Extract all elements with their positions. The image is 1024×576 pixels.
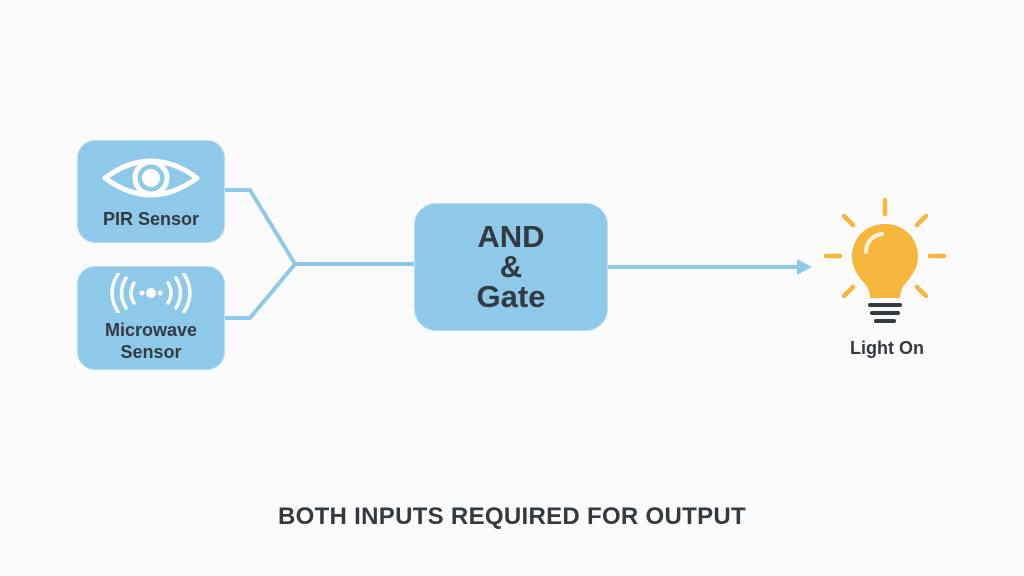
gate-label-line-2: &	[499, 249, 523, 284]
gate-label-line-3: Gate	[476, 279, 546, 314]
microwave-sensor-box: Microwave Sensor	[77, 266, 225, 370]
gate-label-line-1: AND	[477, 219, 545, 254]
signal-waves-icon	[110, 273, 192, 313]
light-rays-icon	[823, 197, 947, 299]
eye-icon	[102, 158, 200, 197]
pir-to-gate-connector	[225, 188, 414, 266]
and-gate-box: AND & Gate	[414, 203, 608, 331]
microwave-to-gate-connector	[225, 262, 297, 320]
and-gate-label: AND & Gate	[476, 219, 546, 314]
diagram-caption: BOTH INPUTS REQUIRED FOR OUTPUT	[278, 503, 746, 530]
light-bulb-icon	[823, 197, 947, 323]
arrow-head-icon	[797, 259, 812, 275]
microwave-sensor-label: Microwave Sensor	[104, 320, 198, 362]
light-on-label: Light On	[850, 338, 924, 358]
pir-sensor-box: PIR Sensor	[77, 140, 225, 243]
pir-sensor-label: PIR Sensor	[102, 208, 200, 229]
